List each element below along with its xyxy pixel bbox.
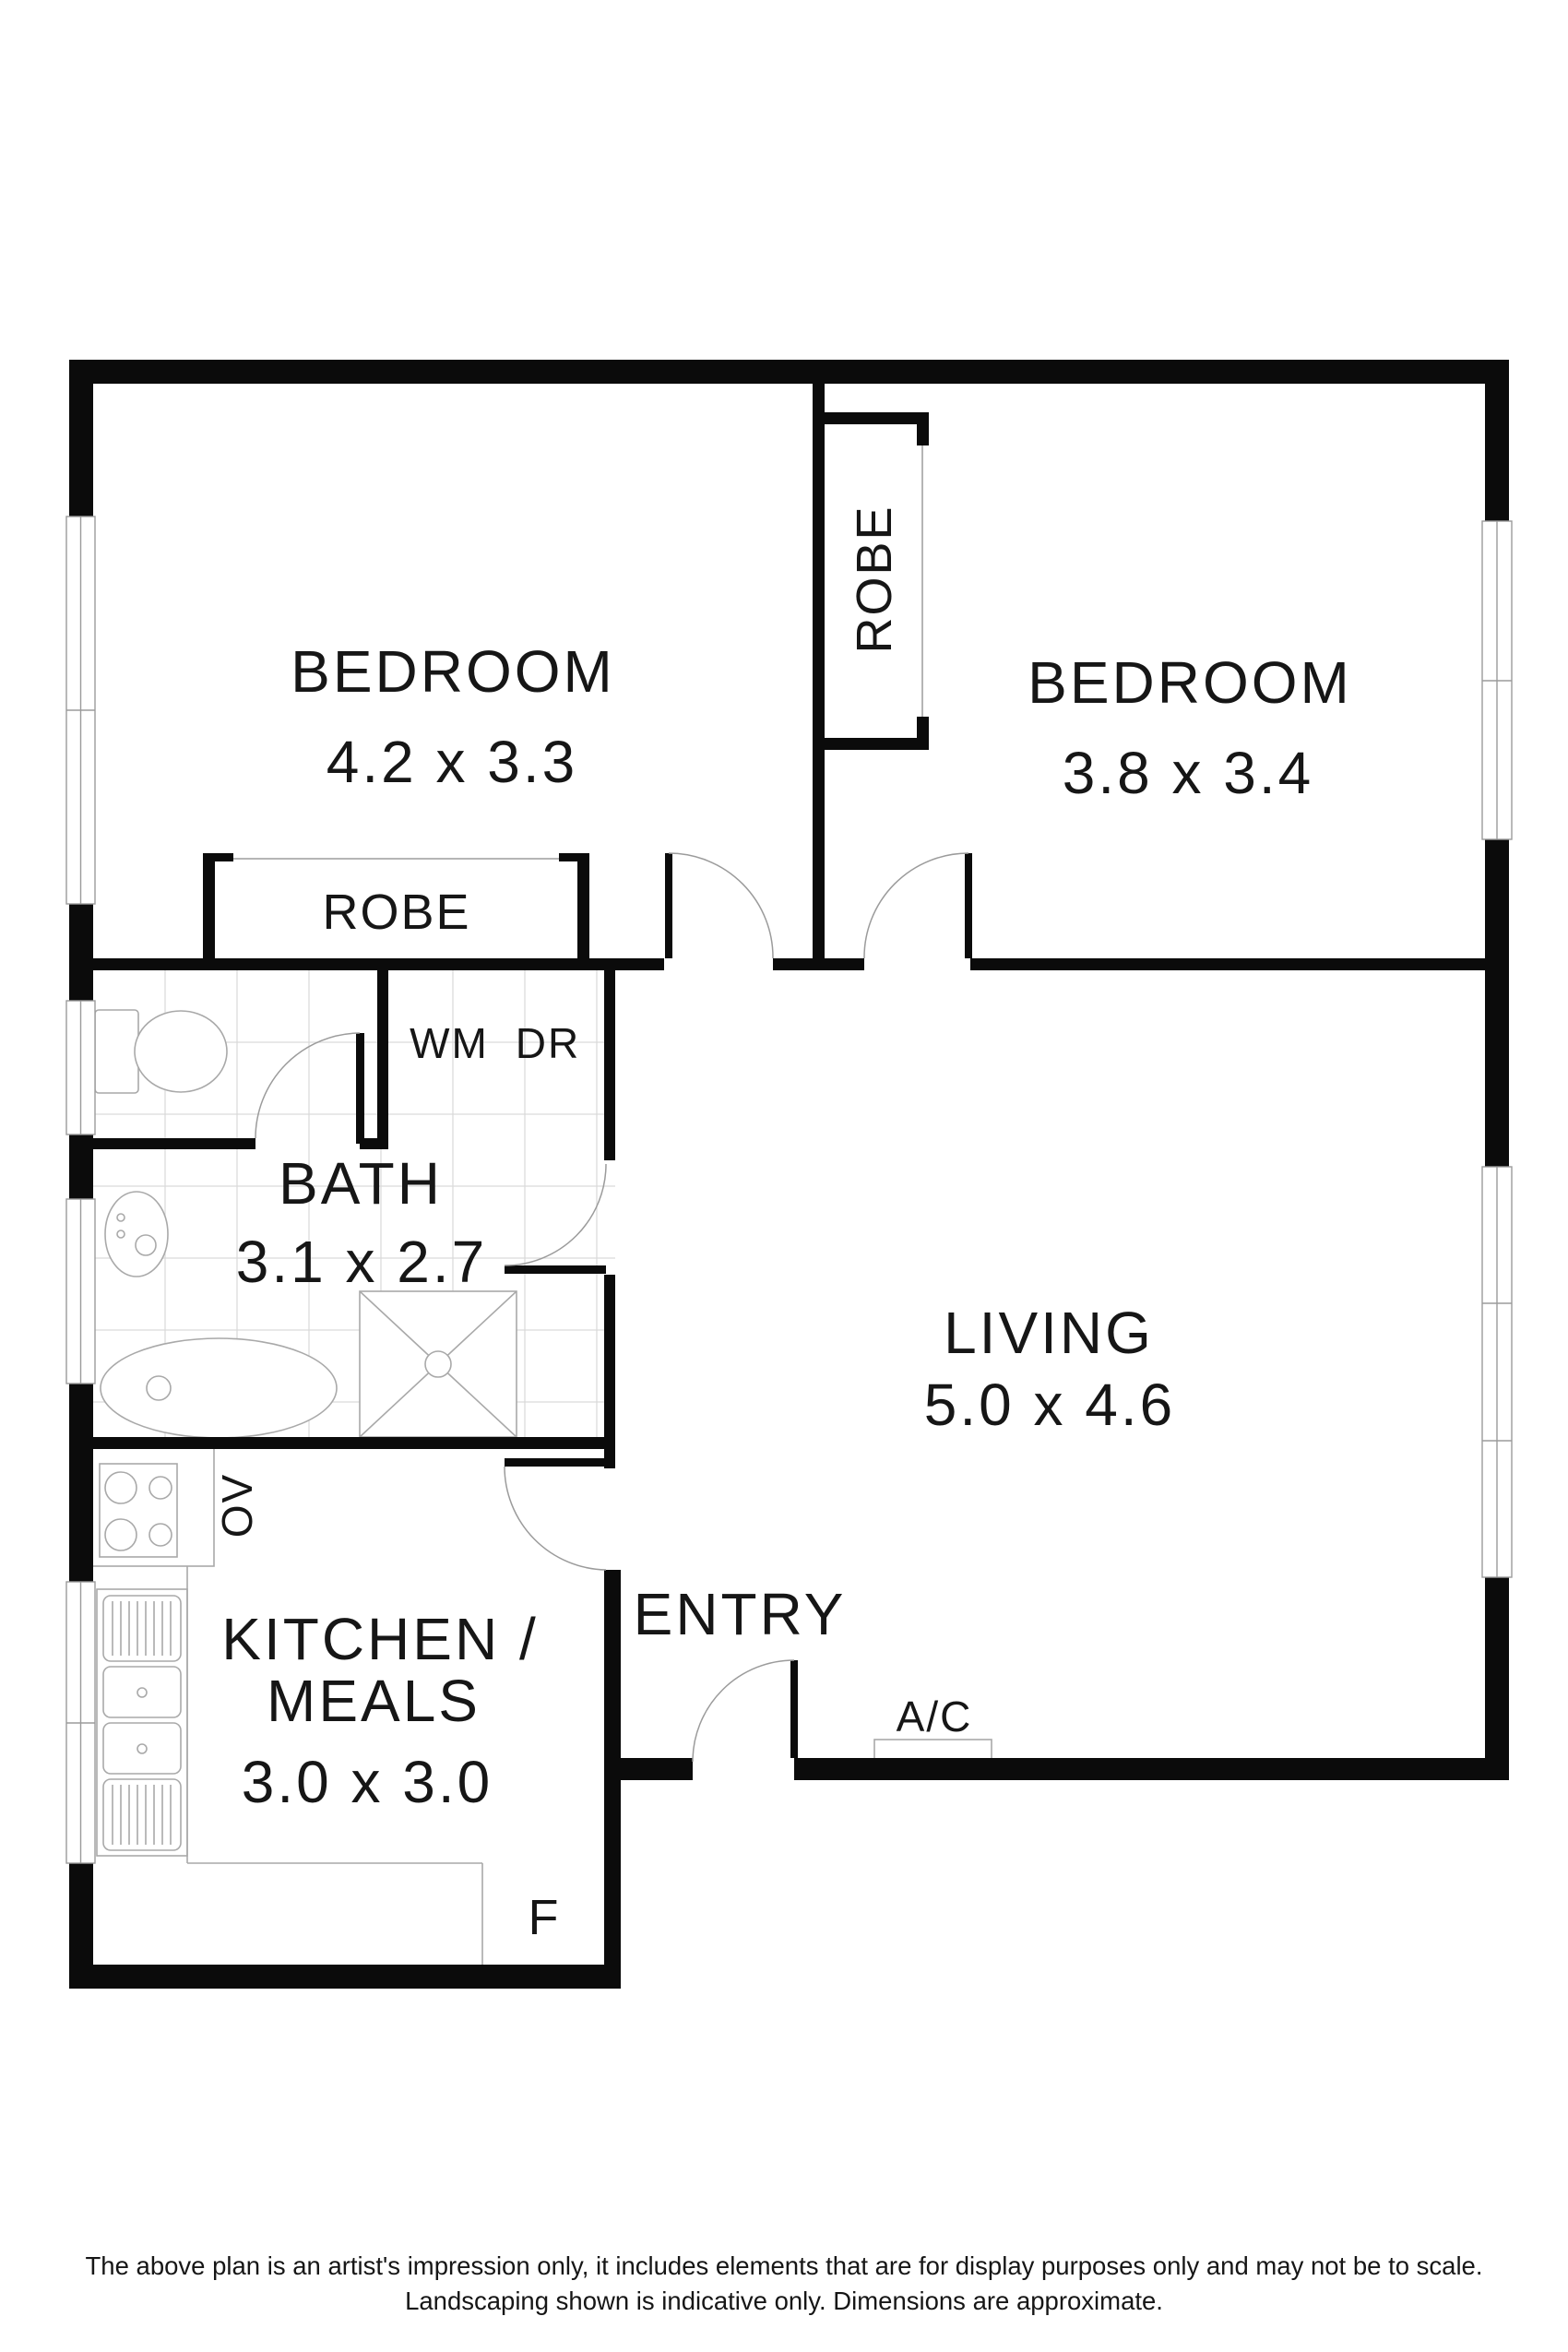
- wall-kitchen-bottom: [69, 1965, 621, 1989]
- wall-bath-living-c: [604, 1449, 615, 1468]
- wall-bath-bottom: [93, 1437, 615, 1449]
- robe-sliders: [233, 445, 923, 860]
- wall-kitchen-entry: [604, 1570, 621, 1989]
- wall-bedroom-divider: [813, 384, 825, 958]
- entry-name: ENTRY: [634, 1581, 847, 1647]
- bath-tile-grid: [93, 970, 615, 1437]
- stove-fixture: [85, 1443, 215, 1567]
- window-kitchen: [65, 1581, 96, 1864]
- kitchen-door-leaf: [505, 1458, 606, 1467]
- robe2-label: ROBE: [847, 505, 902, 653]
- windows: [65, 516, 1513, 1864]
- dr-label: DR: [516, 1019, 580, 1067]
- robe2-nib-top: [825, 412, 929, 424]
- ac-label: A/C: [897, 1693, 973, 1740]
- kitchen-name-line1: KITCHEN /: [221, 1606, 538, 1672]
- bedroom2-dims: 3.8 x 3.4: [1063, 740, 1314, 806]
- bath-living-door-leaf: [505, 1265, 606, 1274]
- wall-laundry-divider: [377, 970, 388, 1144]
- window-living: [1481, 1166, 1513, 1578]
- bathtub-fixture: [100, 1337, 338, 1439]
- bath-dims: 3.1 x 2.7: [236, 1229, 488, 1295]
- window-bath-2: [65, 1198, 96, 1384]
- disclaimer-line2: Landscaping shown is indicative only. Di…: [405, 2287, 1163, 2315]
- wall-living-bottom-right: [794, 1758, 1509, 1780]
- wall-top: [69, 360, 1509, 384]
- bath-door-leaf: [356, 1033, 364, 1144]
- bedroom2-door-arc: [863, 852, 969, 959]
- labels: BEDROOM 4.2 x 3.3 BEDROOM 3.8 x 3.4 ROBE…: [86, 505, 1483, 2315]
- window-bedroom2: [1481, 520, 1513, 840]
- living-dims: 5.0 x 4.6: [924, 1372, 1176, 1438]
- toilet-fixture: [94, 1009, 228, 1094]
- bench-outline: [186, 1566, 483, 1966]
- wall-laundry-foot: [360, 1138, 388, 1149]
- wall-living-bottom-left: [615, 1758, 693, 1780]
- wall-hall-a: [93, 958, 664, 970]
- wall-hall-b: [773, 958, 864, 970]
- robe1-nib-left-cap: [203, 853, 233, 861]
- robe1-label: ROBE: [322, 885, 470, 940]
- robe1-nib-left: [203, 853, 215, 958]
- bath-door-arc: [255, 1032, 361, 1139]
- robe2-nib-top-return: [917, 412, 929, 445]
- robe2-nib-bottom-return: [917, 717, 929, 750]
- wm-label: WM: [410, 1019, 489, 1067]
- sink-fixture: [96, 1588, 188, 1857]
- wall-bath-living-b: [604, 1275, 615, 1437]
- robe2-nib-bottom: [825, 738, 929, 750]
- basin-fixture: [104, 1191, 169, 1277]
- living-name: LIVING: [944, 1300, 1154, 1366]
- robe1-nib-right-cap: [559, 853, 589, 861]
- bedroom1-name: BEDROOM: [291, 638, 615, 705]
- disclaimer-line1: The above plan is an artist's impression…: [86, 2251, 1483, 2280]
- bedroom2-name: BEDROOM: [1028, 649, 1352, 716]
- kitchen-door-arc: [504, 1466, 607, 1571]
- kitchen-dims: 3.0 x 3.0: [242, 1749, 493, 1815]
- wall-toilet: [93, 1138, 255, 1149]
- entry-door-arc: [692, 1659, 795, 1763]
- fridge-label: F: [529, 1890, 561, 1945]
- wall-bedroom2-bottom: [970, 958, 1485, 970]
- bedroom1-door-arc: [668, 852, 774, 959]
- shower-fixture: [359, 1290, 517, 1438]
- entry-door-leaf: [790, 1660, 798, 1758]
- fixtures: [85, 1009, 992, 1966]
- window-bath-1: [65, 1000, 96, 1135]
- bedroom2-door-leaf: [965, 853, 972, 958]
- kitchen-name-line2: MEALS: [267, 1668, 481, 1734]
- oven-label: OV: [213, 1473, 261, 1538]
- wall-bath-living-a: [604, 970, 615, 1160]
- bedroom1-dims: 4.2 x 3.3: [327, 729, 578, 795]
- bath-living-door-arc: [504, 1163, 607, 1266]
- window-bedroom1: [65, 516, 96, 905]
- bedroom1-door-leaf: [665, 853, 672, 958]
- bath-name: BATH: [279, 1150, 443, 1217]
- door-arcs: [255, 852, 969, 1763]
- robe1-nib-right: [577, 853, 589, 958]
